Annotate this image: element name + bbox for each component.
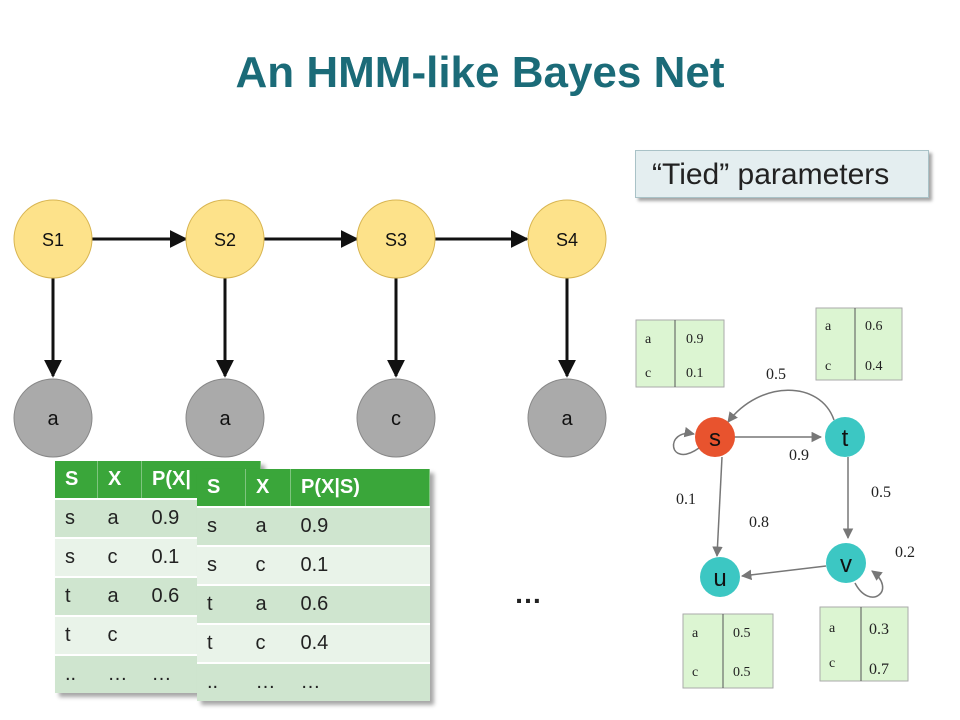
emission-u-prob-a: 0.5 [733, 626, 751, 641]
observation-node-1: a [13, 378, 93, 458]
emission-s-symbol-c: c [645, 366, 651, 381]
table-cell: 0.6 [290, 584, 430, 624]
hmm-state-u: u [700, 557, 740, 597]
table-cell: 0.9 [290, 506, 430, 546]
table-cell: a [245, 584, 291, 624]
table-cell: 0.4 [290, 623, 430, 663]
table-cell: c [97, 537, 142, 577]
hmm-state-label-s: s [709, 425, 721, 452]
cpt-table-front: S X P(X|S) s a 0.9 s c 0.1 t a 0.6 t c 0… [197, 469, 430, 701]
transition-label-t-to-v: 0.5 [871, 484, 891, 501]
emission-t-symbol-a: a [825, 319, 832, 334]
table-cell: t [55, 576, 98, 616]
table-cell: … [290, 662, 430, 701]
observation-node-3: c [356, 378, 436, 458]
table-cell: … [97, 654, 142, 693]
transition-v-self [854, 570, 884, 598]
transition-label-v-self: 0.2 [895, 544, 915, 561]
state-node-s3: S3 [356, 199, 436, 279]
table-cell: s [55, 498, 98, 538]
table-cell: .. [55, 654, 98, 693]
hmm-state-label-t: t [842, 425, 849, 452]
emission-v-symbol-a: a [829, 621, 836, 636]
table-row: t a 0.6 [197, 584, 430, 624]
transition-label-t-to-s: 0.5 [766, 366, 786, 383]
cpt-back-header-x: X [97, 461, 142, 499]
transition-t-to-s [727, 389, 835, 423]
observation-label-1: a [47, 408, 59, 430]
table-row: s c 0.1 [197, 545, 430, 585]
emission-table-s: a c 0.9 0.1 [635, 319, 725, 388]
emission-v-prob-c: 0.7 [869, 661, 889, 678]
hmm-state-s: s [695, 417, 735, 457]
table-cell: a [97, 498, 142, 538]
emission-u-symbol-a: a [692, 626, 699, 641]
table-cell: a [245, 506, 291, 546]
cpt-front-header-p: P(X|S) [290, 469, 430, 507]
emission-s-prob-c: 0.1 [686, 366, 704, 381]
hmm-state-label-v: v [840, 551, 852, 578]
state-label-s4: S4 [556, 230, 578, 250]
emission-u-prob-c: 0.5 [733, 665, 751, 680]
observation-label-2: a [219, 408, 231, 430]
table-cell: c [97, 615, 142, 655]
table-cell: c [245, 545, 291, 585]
transition-v-to-u [740, 565, 827, 581]
state-label-s2: S2 [214, 230, 236, 250]
emission-v-symbol-c: c [829, 656, 835, 671]
table-row: .. … … [197, 662, 430, 701]
tied-parameters-callout: “Tied” parameters [635, 150, 929, 198]
hmm-state-t: t [825, 417, 865, 457]
emission-t-prob-c: 0.4 [865, 359, 883, 374]
state-node-s4: S4 [527, 199, 607, 279]
transition-label-s-to-u: 0.8 [749, 514, 769, 531]
emission-table-v: a c 0.3 0.7 [819, 606, 909, 682]
table-cell: c [245, 623, 291, 663]
table-cell: t [55, 615, 98, 655]
cpt-front-header-x: X [245, 469, 291, 507]
table-cell: s [55, 537, 98, 577]
cpt-front-header-s: S [197, 469, 246, 507]
hmm-state-v: v [826, 543, 866, 583]
emission-t-symbol-c: c [825, 359, 831, 374]
continuation-ellipsis: … [514, 578, 543, 609]
hmm-state-label-u: u [713, 565, 726, 592]
observation-label-4: a [561, 408, 573, 430]
table-cell: a [97, 576, 142, 616]
state-label-s1: S1 [42, 230, 64, 250]
transition-label-s-to-t: 0.9 [789, 447, 809, 464]
emission-table-u: a c 0.5 0.5 [682, 613, 774, 689]
emission-s-symbol-a: a [645, 332, 652, 347]
emission-s-prob-a: 0.9 [686, 332, 704, 347]
emission-t-prob-a: 0.6 [865, 319, 883, 334]
table-cell: t [197, 584, 246, 624]
page-title: An HMM-like Bayes Net [235, 48, 725, 97]
table-cell: … [245, 662, 291, 701]
emission-u-symbol-c: c [692, 665, 698, 680]
table-cell: s [197, 545, 246, 585]
emission-table-t: a c 0.6 0.4 [815, 307, 903, 381]
table-cell: s [197, 506, 246, 546]
state-node-s2: S2 [185, 199, 265, 279]
transition-label-s-self: 0.1 [676, 491, 696, 508]
observation-label-3: c [391, 408, 401, 430]
observation-node-2: a [185, 378, 265, 458]
table-row: t c 0.4 [197, 623, 430, 663]
state-node-s1: S1 [13, 199, 93, 279]
transition-s-to-u [712, 456, 723, 558]
cpt-back-header-s: S [55, 461, 98, 499]
state-label-s3: S3 [385, 230, 407, 250]
table-cell: t [197, 623, 246, 663]
table-cell: 0.1 [290, 545, 430, 585]
table-row: s a 0.9 [197, 506, 430, 546]
observation-node-4: a [527, 378, 607, 458]
transition-s-self [672, 427, 700, 456]
table-cell: .. [197, 662, 246, 701]
emission-v-prob-a: 0.3 [869, 621, 889, 638]
